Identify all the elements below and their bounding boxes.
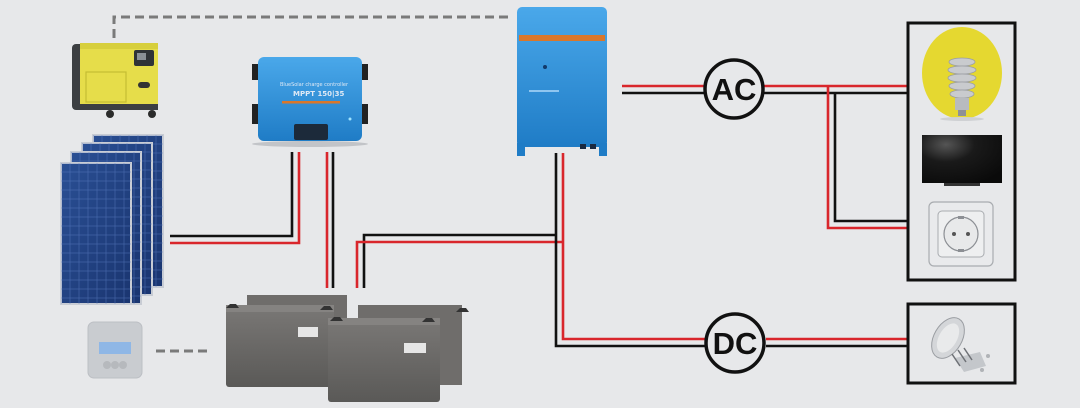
inverter-icon (517, 7, 607, 156)
generator-icon (72, 43, 158, 118)
wire-ac-socket-positive (826, 86, 908, 230)
wire-solar-positive (170, 152, 301, 245)
wire-inverter-dc-positive (561, 153, 706, 341)
solar-panel-icon (60, 134, 164, 305)
power-socket-icon (928, 201, 994, 267)
ac-bus-node: AC (703, 58, 765, 120)
led-spotlight-icon (931, 317, 990, 372)
wiring (170, 84, 908, 348)
tv-icon (922, 135, 1002, 186)
battery-monitor-icon (87, 321, 143, 379)
svg-text:BlueSolar charge controller: BlueSolar charge controller (280, 82, 349, 88)
wire-battery-positive (355, 240, 563, 288)
svg-text:MPPT 150|35: MPPT 150|35 (293, 90, 344, 99)
dc-label: DC (713, 326, 758, 361)
wire-battery-negative (362, 233, 556, 288)
ac-label: AC (712, 72, 757, 107)
battery-icon (226, 295, 469, 402)
ac-loads-box (906, 21, 1017, 282)
charge-controller-icon: BlueSolar charge controller MPPT 150|35 (252, 57, 368, 147)
cfl-bulb-icon (922, 27, 1002, 121)
dc-bus-node: DC (704, 312, 766, 374)
wire-ac-socket-negative (833, 93, 908, 223)
wire-inverter-dc-negative (554, 153, 706, 348)
wire-solar-negative (170, 152, 294, 238)
generator-signal-line (112, 15, 512, 38)
dc-loads-box (906, 302, 1017, 385)
